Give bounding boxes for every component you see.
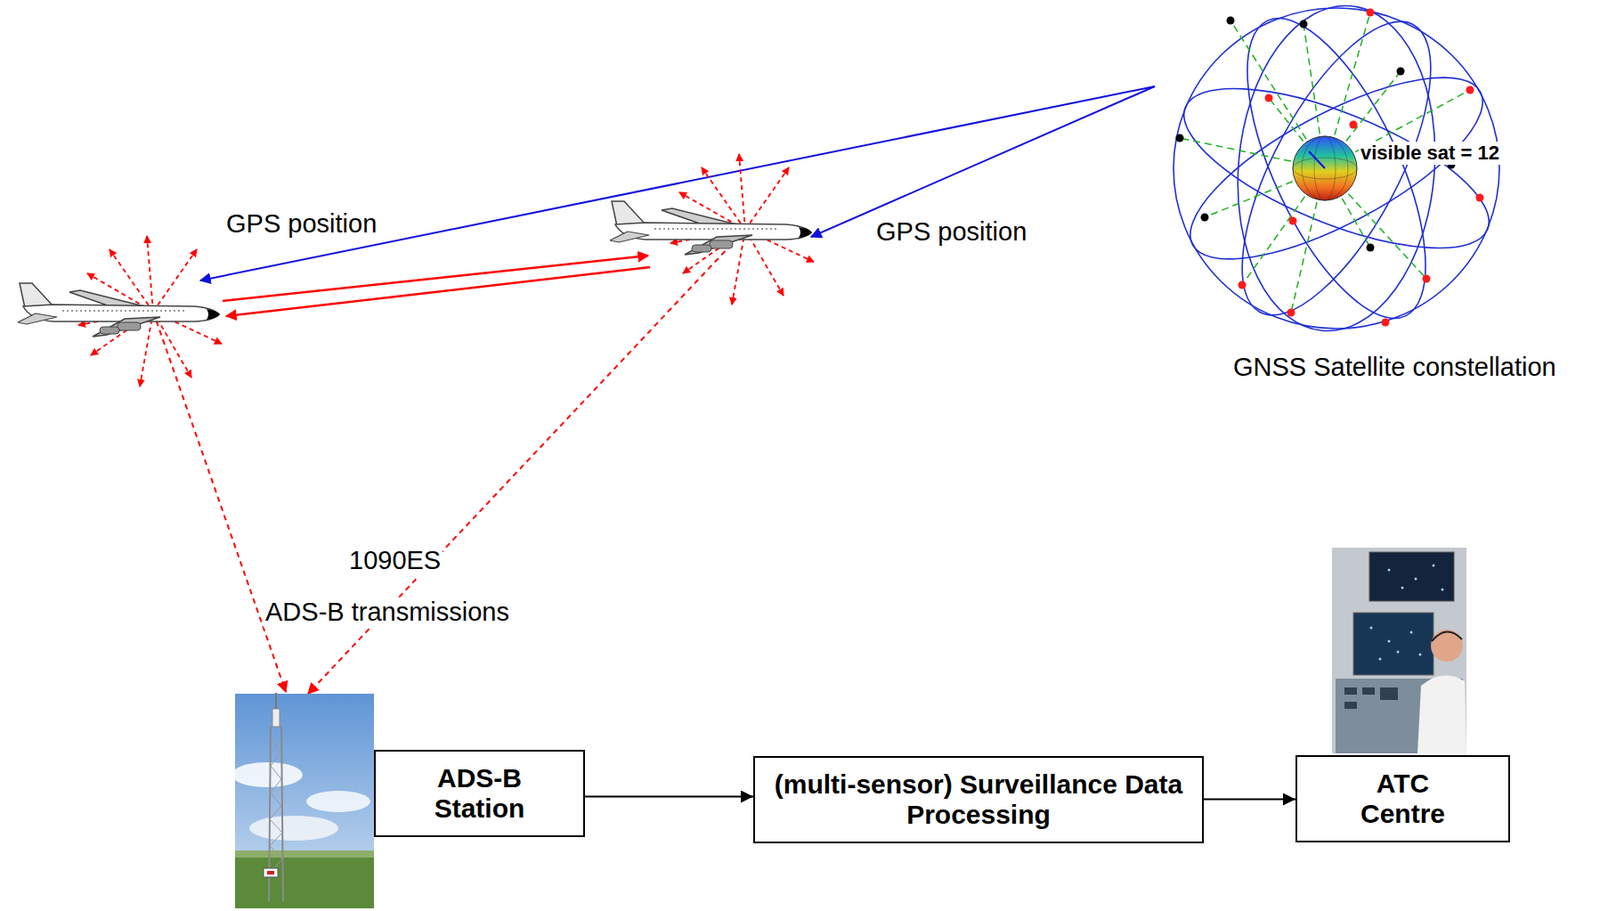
air-to-air-link xyxy=(222,255,650,317)
flow-arrow xyxy=(1203,798,1296,801)
annotation-label: visible sat = 12 xyxy=(1358,141,1502,164)
process-box: (multi-sensor) Surveillance Data Process… xyxy=(753,755,1204,844)
station-box: ADS-B Station xyxy=(373,749,585,837)
adsb-downlink xyxy=(153,229,746,694)
box-label: (multi-sensor) Surveillance Data Process… xyxy=(769,769,1188,831)
annotation-label: 1090ES xyxy=(347,545,443,576)
annotation-label: GPS position xyxy=(224,209,379,239)
annotation-label: GPS position xyxy=(874,217,1029,247)
satellite-constellation xyxy=(1164,0,1509,342)
flow-arrow xyxy=(584,795,754,798)
gps-signal-arrow xyxy=(200,86,1155,281)
box-label: ADS-B Station xyxy=(413,763,547,825)
annotation-label: ADS-B transmissions xyxy=(263,597,512,627)
box-label: ATC Centre xyxy=(1345,768,1462,830)
centre-box: ATC Centre xyxy=(1295,755,1511,843)
aircraft-icon xyxy=(609,201,813,255)
ground-station-photo xyxy=(231,692,374,909)
aircraft-icon xyxy=(17,283,220,337)
annotation-label: GNSS Satellite constellation xyxy=(1231,352,1559,382)
controller-photo xyxy=(1331,547,1467,754)
